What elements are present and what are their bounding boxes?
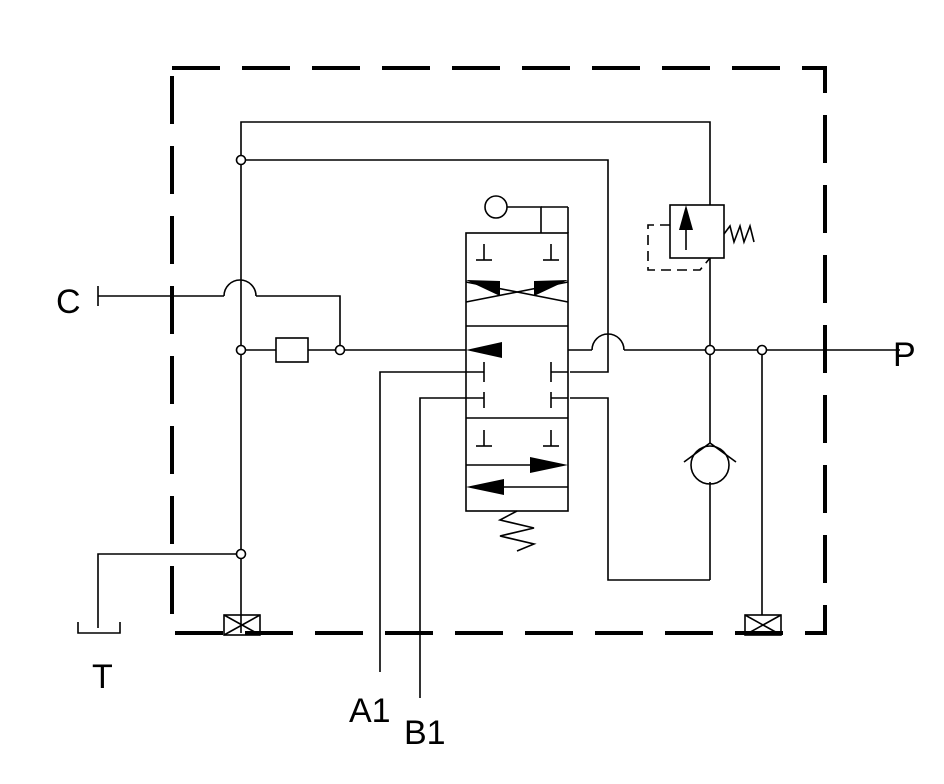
port-p-label: P xyxy=(893,336,916,374)
junction-nodes xyxy=(235,154,768,560)
port-a1-label: A1 xyxy=(349,692,391,730)
orifice xyxy=(275,337,309,363)
internal-lines xyxy=(97,121,900,698)
tank-symbol xyxy=(77,622,121,634)
directional-control-valve xyxy=(465,195,569,552)
port-plug-right xyxy=(744,614,782,636)
port-t-label: T xyxy=(92,658,113,696)
port-plug-left xyxy=(223,614,261,636)
relief-valve xyxy=(647,204,755,271)
port-b1-label: B1 xyxy=(404,714,446,752)
check-valve xyxy=(683,442,737,485)
port-c-label: C xyxy=(56,283,81,321)
